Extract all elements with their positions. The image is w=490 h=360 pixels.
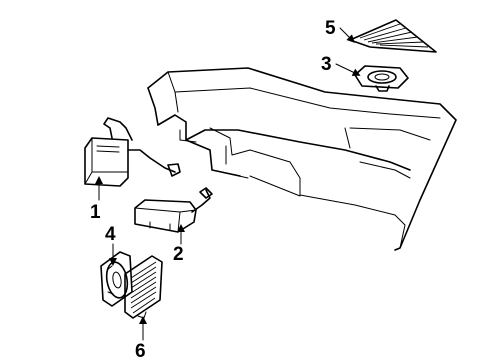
- callout-1: 1: [90, 202, 101, 223]
- callout-5: 5: [325, 18, 336, 39]
- door-speaker: [100, 251, 133, 307]
- arrow-5: [339, 27, 355, 43]
- callout-2: 2: [173, 244, 184, 265]
- instrument-panel: [147, 67, 457, 251]
- callout-6: 6: [135, 341, 146, 360]
- callout-3: 3: [321, 54, 332, 75]
- arrow-3: [335, 63, 361, 76]
- tweeter-grille: [349, 19, 437, 53]
- callout-labels: 1 2 3 4 5 6: [90, 18, 336, 360]
- leader-arrows: [95, 27, 361, 341]
- tweeter-speaker: [354, 65, 409, 92]
- callout-4: 4: [105, 224, 116, 245]
- radio-module: [84, 117, 181, 187]
- lower-module: [134, 187, 213, 233]
